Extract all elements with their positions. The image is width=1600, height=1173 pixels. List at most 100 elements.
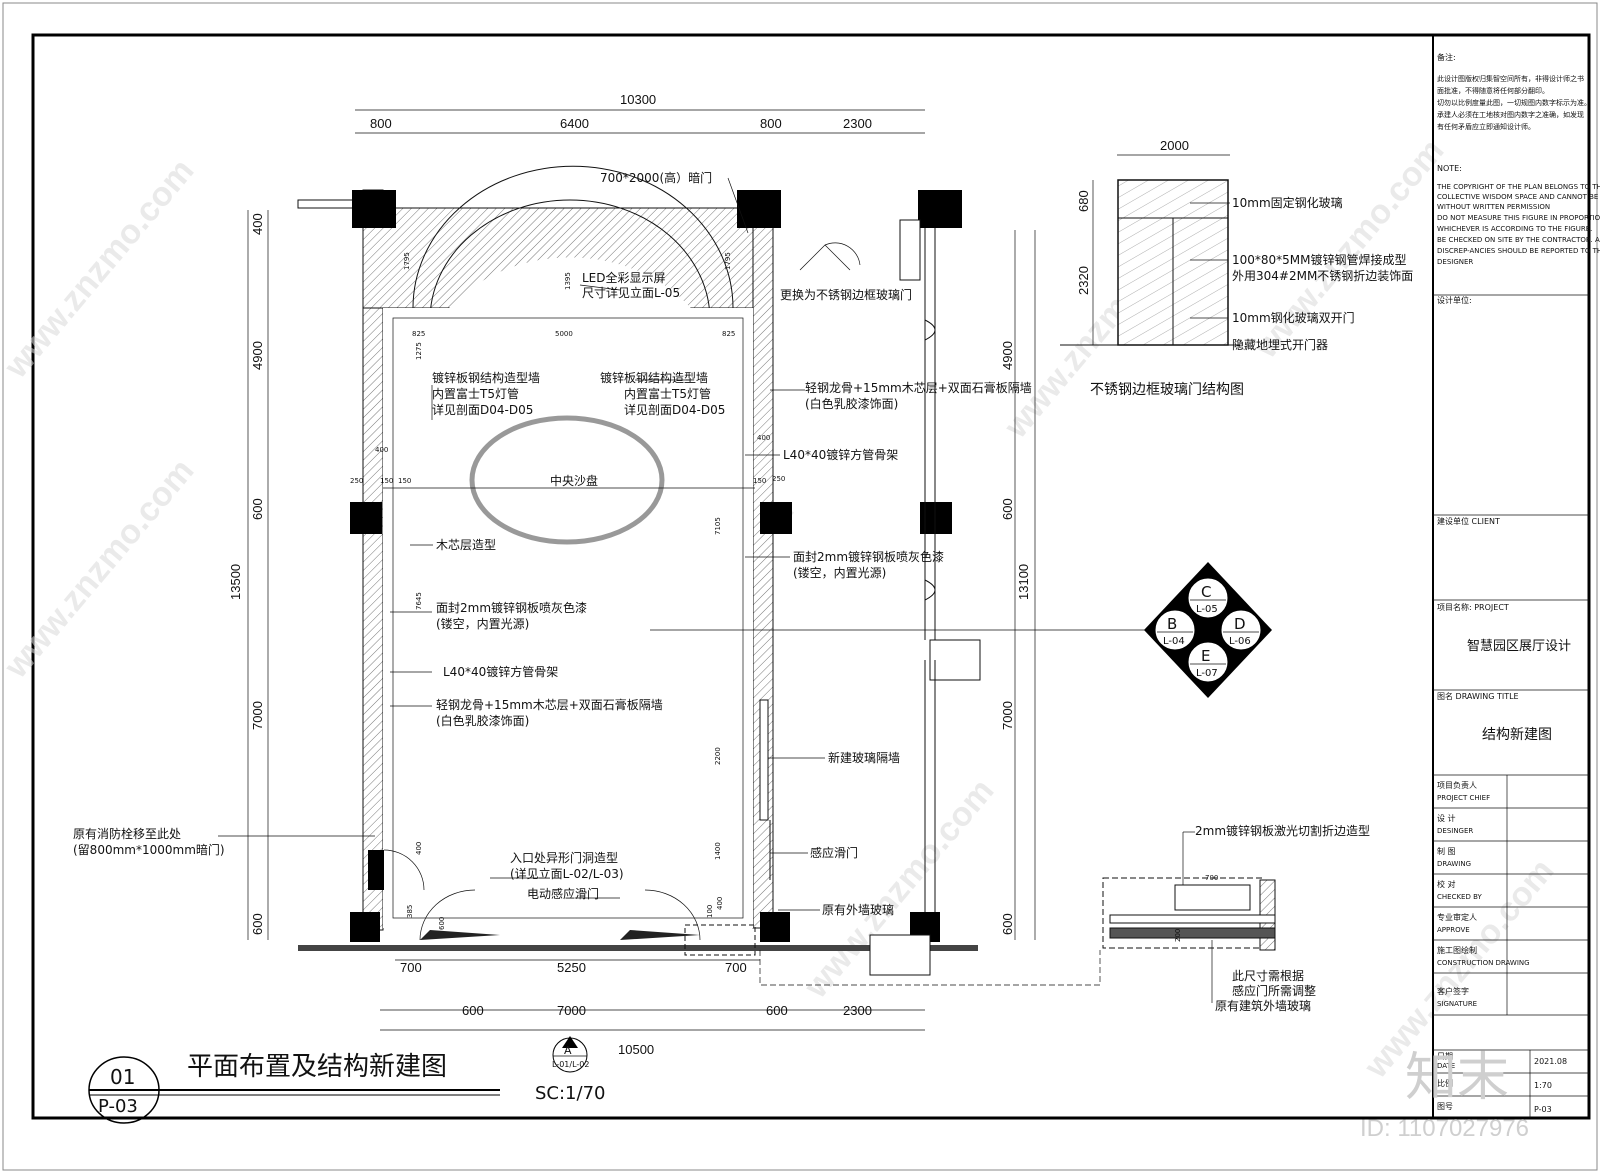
role-cn: 客户签字 bbox=[1437, 986, 1469, 996]
watermark-text: www.znzmo.com bbox=[0, 152, 201, 386]
index-label: B bbox=[1167, 615, 1177, 633]
exterior-glass-line bbox=[298, 945, 978, 951]
annotation: 轻钢龙骨+15mm木芯层+双面石膏板隔墙 bbox=[436, 697, 663, 712]
role-cn: 专业审定人 bbox=[1437, 912, 1477, 922]
main-title: 平面布置及结构新建图 bbox=[187, 1052, 447, 1082]
section-marker-letter: A bbox=[564, 1044, 572, 1057]
index-label: C bbox=[1201, 583, 1211, 601]
door-detail-title: 不锈钢边框玻璃门结构图 bbox=[1090, 381, 1244, 398]
note-line: WITHOUT WRITTEN PERMISSION bbox=[1437, 203, 1550, 211]
inner-room bbox=[392, 317, 744, 919]
section-marker-ref: L-01/L-02 bbox=[552, 1060, 589, 1069]
drawing-title-label: 图名 DRAWING TITLE bbox=[1437, 691, 1519, 701]
dim-text: 6400 bbox=[560, 116, 589, 131]
drawing-title-block: 01 P-03 平面布置及结构新建图 SC:1/70 A L-01/L-02 bbox=[88, 1036, 605, 1124]
annotation: (白色乳胶漆饰面) bbox=[805, 396, 898, 411]
dim-text: 600 bbox=[250, 498, 265, 520]
annotation: 2mm镀锌钢板激光切割折边造型 bbox=[1195, 823, 1370, 838]
design-unit-label: 设计单位: bbox=[1437, 295, 1472, 305]
role-cn: 制 图 bbox=[1437, 846, 1456, 856]
dim-text: 7645 bbox=[415, 592, 423, 610]
annotation: 内置富士T5灯管 bbox=[624, 386, 711, 401]
dim-text: 2320 bbox=[1076, 266, 1091, 295]
remark-line: 切勿以比例度量此图，一切规图内数字标示为准。 bbox=[1437, 98, 1591, 107]
elevation-index: C L-05 B L-04 D L-06 E L-07 bbox=[1144, 562, 1272, 698]
dim-text: 5000 bbox=[555, 330, 573, 338]
index-ref: L-04 bbox=[1163, 636, 1185, 647]
dim-text: 2000 bbox=[1160, 138, 1189, 153]
annotation: 新建玻璃隔墙 bbox=[828, 750, 900, 765]
index-label: D bbox=[1234, 615, 1246, 633]
role-cn: 项目负责人 bbox=[1437, 780, 1477, 790]
annotation: 电动感应滑门 bbox=[527, 886, 599, 901]
index-diamond bbox=[1144, 562, 1272, 698]
dim-text: 7000 bbox=[1000, 701, 1015, 730]
scale-label: 比例 bbox=[1437, 1078, 1453, 1088]
dim-text: 600 bbox=[462, 1003, 484, 1018]
annotation: 镀锌板钢结构造型墙 bbox=[432, 370, 540, 385]
annotation: 面封2mm镀锌钢板喷灰色漆 bbox=[793, 550, 944, 564]
dim-text: 1395 bbox=[564, 272, 572, 290]
dim-text: 680 bbox=[1076, 190, 1091, 212]
annotation: 详见剖面D04-D05 bbox=[432, 402, 533, 417]
sand-table-outline bbox=[469, 415, 665, 545]
detail-number: 01 bbox=[110, 1065, 135, 1089]
sheet-title-block: 备注: 此设计图版权归集智空间所有，非得设计师之书 面批准，不得随意将任何部分翻… bbox=[1432, 35, 1600, 1118]
arch-inner bbox=[429, 199, 711, 321]
note-label: NOTE: bbox=[1437, 164, 1462, 173]
dim-text: 13500 bbox=[228, 564, 243, 600]
role-en: CONSTRUCTION DRAWING bbox=[1437, 959, 1530, 967]
auto-door-right bbox=[620, 930, 700, 940]
dim-text: 400 bbox=[375, 446, 388, 454]
annotation: L40*40镀锌方管骨架 bbox=[783, 447, 898, 462]
watermark-text: www.znzmo.com bbox=[0, 452, 201, 686]
dim-text: 400 bbox=[757, 434, 770, 442]
annotation: (镂空，内置光源) bbox=[436, 617, 529, 631]
annotation: 此尺寸需根据 bbox=[1232, 969, 1304, 983]
watermark-id: ID: 1107027976 bbox=[1360, 1115, 1529, 1142]
role-en: DESINGER bbox=[1437, 827, 1473, 835]
dim-text: 150 bbox=[380, 477, 393, 485]
annotation: 尺寸详见立面L-05 bbox=[582, 285, 680, 300]
dim-text: 400 bbox=[716, 897, 724, 910]
role-en: SIGNATURE bbox=[1437, 1000, 1477, 1008]
sheet-number: P-03 bbox=[98, 1096, 138, 1117]
index-ref: L-06 bbox=[1229, 636, 1251, 647]
index-label: E bbox=[1201, 647, 1210, 665]
column bbox=[352, 190, 396, 228]
annotation: LED全彩显示屏 bbox=[582, 270, 666, 285]
dim-text: 100 bbox=[706, 905, 714, 918]
dim-text: 400 bbox=[415, 842, 423, 855]
brand-logo: 知末 bbox=[1405, 1048, 1509, 1108]
role-cn: 施工图绘制 bbox=[1437, 945, 1477, 955]
annotation: (镂空，内置光源) bbox=[793, 566, 886, 580]
client-label: 建设单位 CLIENT bbox=[1437, 516, 1500, 526]
dim-text: 400 bbox=[250, 213, 265, 235]
dim-text: 700 bbox=[1205, 874, 1218, 882]
role-cn: 校 对 bbox=[1437, 879, 1456, 889]
role-en: APPROVE bbox=[1437, 926, 1470, 934]
annotation: 入口处异形门洞造型 bbox=[510, 850, 618, 865]
dim-text: 1400 bbox=[714, 842, 722, 860]
annotation: 详见剖面D04-D05 bbox=[624, 402, 725, 417]
annotation: 轻钢龙骨+15mm木芯层+双面石膏板隔墙 bbox=[805, 380, 1032, 395]
index-ref: L-07 bbox=[1196, 668, 1218, 679]
dim-text: 700 bbox=[400, 960, 422, 975]
dim-text: 600 bbox=[1000, 498, 1015, 520]
annotation: 外用304#2MM不锈钢折边装饰面 bbox=[1232, 268, 1413, 283]
annotation: L40*40镀锌方管骨架 bbox=[443, 664, 558, 679]
annotation: 镀锌板钢结构造型墙 bbox=[600, 370, 708, 385]
dim-text: 4900 bbox=[250, 341, 265, 370]
project-label: 项目名称: PROJECT bbox=[1437, 602, 1509, 612]
annotation: 更换为不锈钢边框玻璃门 bbox=[780, 287, 912, 302]
dim-text: 250 bbox=[350, 477, 363, 485]
dim-text: 600 bbox=[1000, 913, 1015, 935]
annotation: 700*2000(高）暗门 bbox=[600, 170, 712, 185]
dim-text: 1275 bbox=[415, 342, 423, 360]
dim-text: 7105 bbox=[714, 517, 722, 535]
annotation: 隐藏地埋式开门器 bbox=[1232, 337, 1328, 352]
dim-text: 10300 bbox=[620, 92, 656, 107]
annotation: 内置富士T5灯管 bbox=[432, 386, 519, 401]
